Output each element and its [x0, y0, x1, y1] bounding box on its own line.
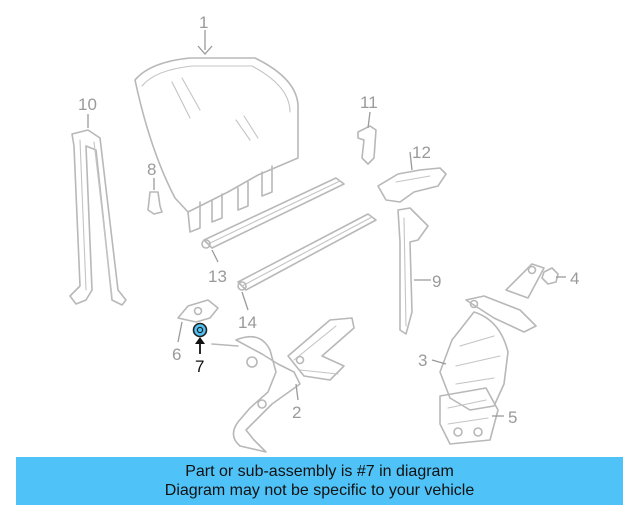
callout-8: 8 [147, 160, 156, 179]
callout-6: 6 [172, 345, 181, 364]
callout-10: 10 [78, 95, 97, 114]
callout-labels: 1 10 8 11 12 13 14 9 4 6 3 2 5 7 [78, 13, 579, 427]
part-2-regulator[interactable] [211, 317, 355, 453]
callout-7: 7 [195, 357, 204, 376]
info-banner: Part or sub-assembly is #7 in diagram Di… [16, 457, 623, 505]
part-3-regulator-right[interactable] [439, 263, 545, 411]
part-11-bracket[interactable] [357, 125, 377, 165]
part-9-run-channel-front[interactable] [397, 207, 429, 335]
part-8-clip[interactable] [147, 191, 163, 215]
callout-11: 11 [360, 93, 378, 112]
callout-5: 5 [508, 408, 517, 427]
callout-14: 14 [238, 313, 257, 332]
callout-4: 4 [570, 269, 579, 288]
part-7-bushing[interactable] [192, 322, 208, 338]
part-12-seal[interactable] [377, 167, 447, 203]
banner-line-2: Diagram may not be specific to your vehi… [164, 482, 475, 499]
banner-line-1: Part or sub-assembly is #7 in diagram [185, 463, 454, 480]
callout-13: 13 [208, 267, 227, 286]
part-5-motor[interactable] [439, 387, 499, 445]
callout-12: 12 [412, 143, 431, 162]
part-14-weatherstrip-outer[interactable] [237, 213, 377, 291]
part-10-run-channel[interactable] [69, 129, 127, 306]
part-1-door-glass[interactable] [134, 57, 299, 233]
part-13-weatherstrip-inner[interactable] [201, 177, 345, 249]
leader-lines [87, 30, 566, 417]
callout-9: 9 [432, 272, 441, 291]
callout-1: 1 [199, 13, 208, 32]
callout-2: 2 [292, 403, 301, 422]
part-6-bracket[interactable] [177, 299, 219, 323]
part-4-nut[interactable] [541, 267, 559, 285]
callout-3: 3 [418, 351, 427, 370]
